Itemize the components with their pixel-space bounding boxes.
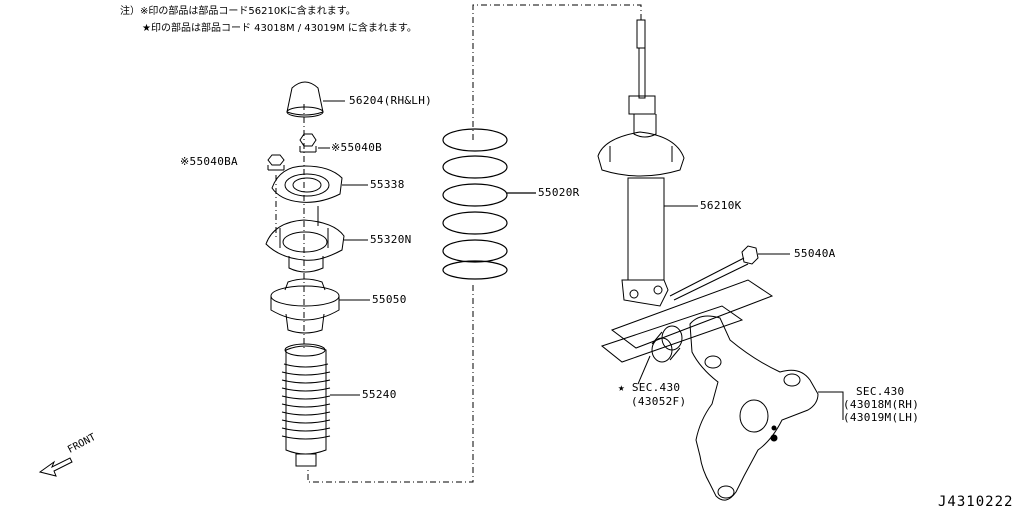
label-56210k: 56210K — [700, 199, 742, 212]
bushing — [637, 325, 683, 385]
label-43019m-lh: (43019M(LH) — [843, 411, 920, 424]
bushing-guide — [600, 279, 774, 363]
label-55040b: ※55040B — [331, 141, 383, 154]
label-43052f: (43052F) — [631, 395, 687, 408]
label-56204: 56204(RH&LH) — [349, 94, 433, 107]
label-55040ba: ※55040BA — [180, 155, 238, 168]
bolt — [669, 245, 790, 301]
note-line-1: 注）※印の部品は部品コード56210Kに含まれます。 — [120, 6, 356, 17]
label-55040a: 55040A — [794, 247, 836, 260]
diagram-reference: J4310222 — [938, 494, 1014, 510]
bound-bumper — [270, 278, 370, 334]
coil-spring — [442, 128, 536, 280]
insulator-plate — [271, 165, 368, 203]
boot-bellows — [281, 363, 331, 440]
label-55240: 55240 — [362, 388, 397, 401]
note-line-2: ★印の部品は部品コード 43018M / 43019M に含まれます。 — [142, 23, 417, 34]
label-55020r: 55020R — [538, 186, 580, 199]
front-arrow-icon — [38, 457, 73, 477]
nut-b — [299, 133, 330, 153]
label-sec430-knuckle: SEC.430 — [856, 385, 905, 398]
assembly-guide-line — [275, 4, 642, 483]
label-43018m-rh: (43018M(RH) — [843, 398, 920, 411]
strut-mount — [265, 206, 368, 273]
label-55320n: 55320N — [370, 233, 412, 246]
dust-boot — [281, 343, 360, 467]
label-sec430-bushing: ★ SEC.430 — [618, 381, 681, 394]
knuckle — [689, 315, 844, 501]
label-55050: 55050 — [372, 293, 407, 306]
label-55338: 55338 — [370, 178, 405, 191]
strut-assembly — [597, 19, 698, 307]
nut-ba — [267, 154, 285, 171]
bump-cap — [286, 81, 345, 118]
